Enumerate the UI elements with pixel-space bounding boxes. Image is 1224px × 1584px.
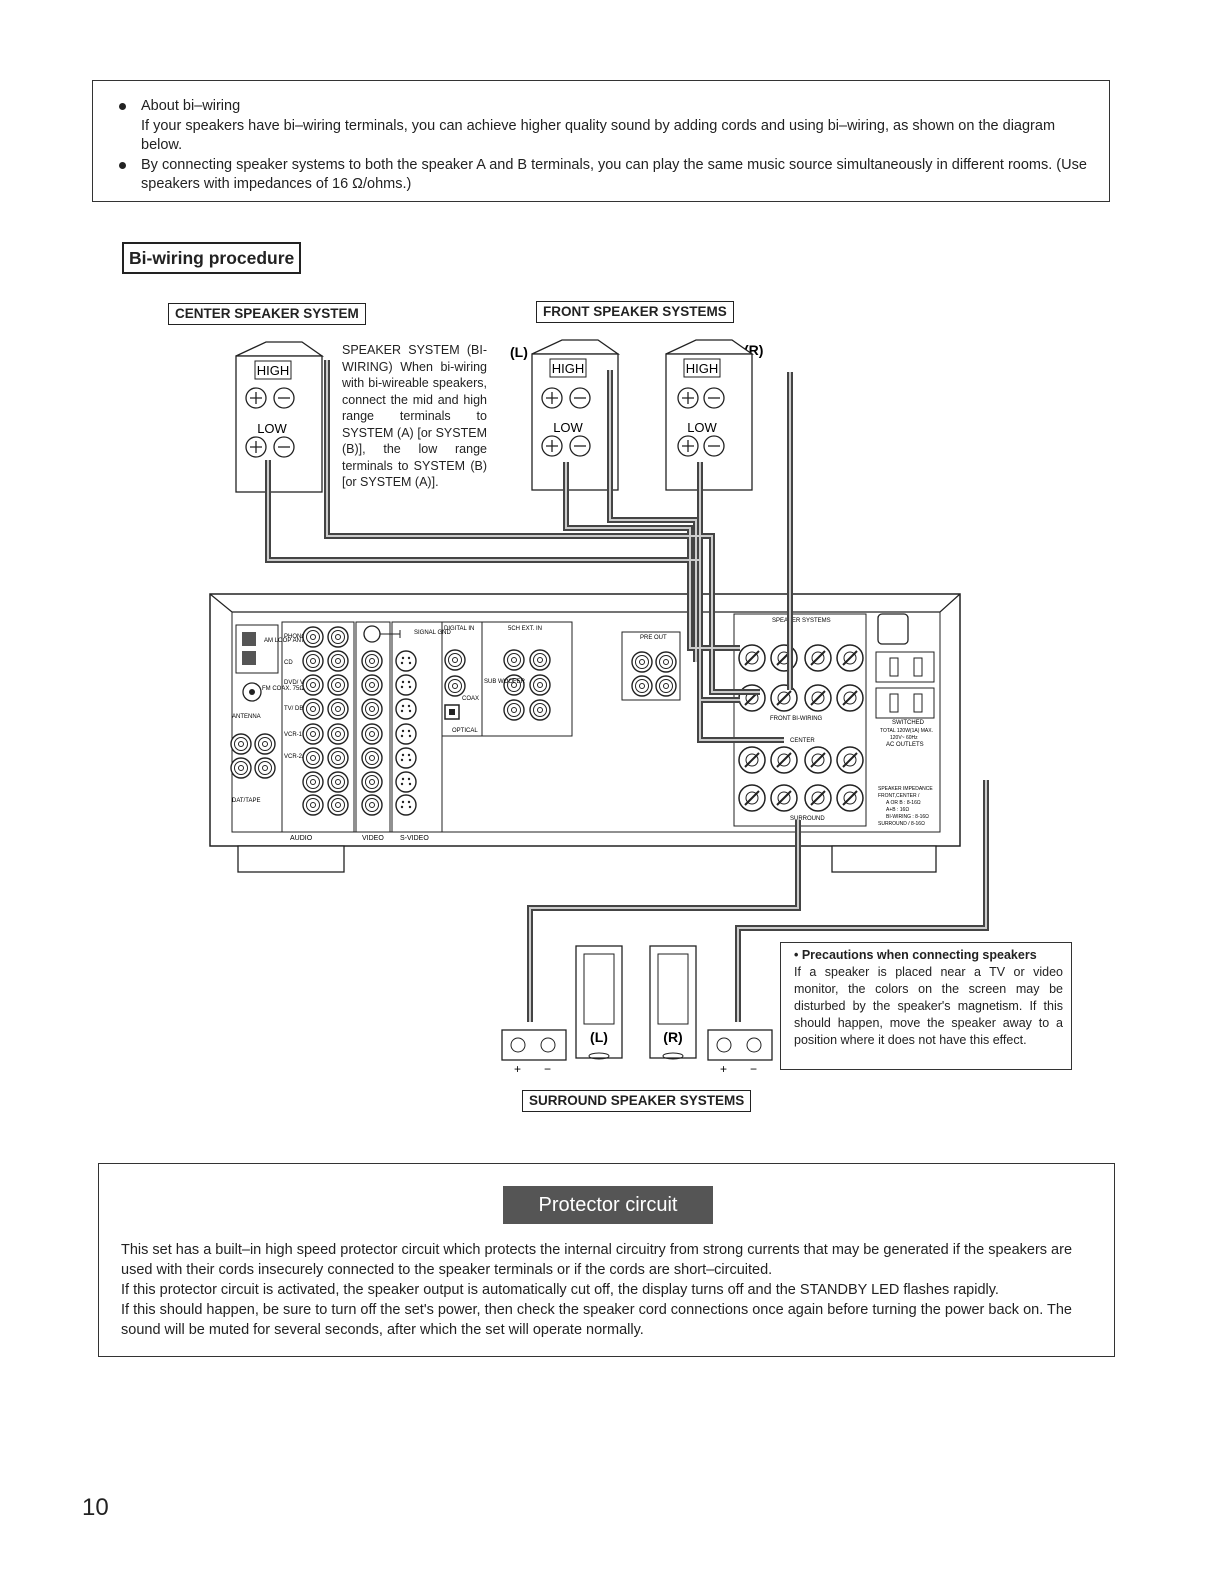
center-low-label: LOW	[257, 421, 287, 436]
voltage-label: 120V~ 60Hz	[890, 735, 918, 741]
precaution-box: • Precautions when connecting speakers I…	[780, 942, 1072, 1070]
impedance-line-1: FRONT,CENTER /	[878, 793, 920, 799]
front-right-speaker: (R) HIGH LOW	[665, 339, 763, 491]
pre-out-label: PRE OUT	[640, 635, 667, 641]
digital-in-label: DIGITAL IN	[444, 626, 474, 632]
am-loop-label: AM LOOP ANT	[264, 638, 305, 644]
surround-speaker-label: SURROUND SPEAKER SYSTEMS	[522, 1090, 752, 1112]
surround-left-minus: −	[544, 1062, 551, 1076]
sub-woofer-label: SUB WOOFER	[484, 679, 526, 685]
front-left-speaker: (L) HIGH LOW	[510, 339, 621, 491]
dat-tape-label: DAT/TAPE	[232, 798, 260, 804]
vcr1-label: VCR-1	[284, 732, 303, 738]
protector-title: Protector circuit	[503, 1186, 713, 1224]
protector-text: This set has a built–in high speed prote…	[121, 1240, 1094, 1340]
impedance-line-2: A OR B : 8-16Ω	[886, 800, 921, 806]
surround-speakers: (L) (R) + − + −	[501, 945, 773, 1076]
precaution-body: If a speaker is placed near a TV or vide…	[794, 965, 1063, 1047]
impedance-title: SPEAKER IMPEDANCE	[878, 786, 933, 792]
video-label: VIDEO	[362, 835, 384, 842]
page-number: 10	[82, 1494, 109, 1521]
biwire-note: SPEAKER SYSTEM (BI-WIRING) When bi-wirin…	[342, 343, 487, 489]
antenna-label: ANTENNA	[232, 714, 261, 720]
dvd-label: DVD/ VDP	[284, 680, 312, 686]
front-right-low-label: LOW	[687, 420, 717, 435]
note-biwiring-title: About bi–wiring	[141, 98, 241, 114]
phono-label: PHONO	[284, 634, 306, 640]
cd-label: CD	[284, 660, 293, 666]
switched-label: SWITCHED	[892, 720, 925, 726]
tv-label: TV/ DBS	[284, 706, 307, 712]
surround-right-plus: +	[720, 1062, 727, 1076]
surround-left-plus: +	[514, 1062, 521, 1076]
fm-coax-label: FM COAX. 75Ω	[262, 686, 304, 692]
front-left-low-label: LOW	[553, 420, 583, 435]
impedance-line-3: A+B : 16Ω	[886, 807, 909, 813]
center-speaker: HIGH LOW	[235, 341, 325, 493]
precaution-title: • Precautions when connecting speakers	[794, 948, 1037, 962]
signal-gnd-label: SIGNAL GND	[414, 630, 451, 636]
coax-label: COAX	[462, 696, 479, 702]
center-term-label: CENTER	[790, 738, 815, 744]
note-ab-terminals: By connecting speaker systems to both th…	[93, 156, 1109, 195]
surround-right-minus: −	[750, 1062, 757, 1076]
protector-circuit-box: Protector circuit This set has a built–i…	[98, 1163, 1115, 1357]
protector-paragraph-3: If this should happen, be sure to turn o…	[121, 1302, 1072, 1338]
note-ab-body: By connecting speaker systems to both th…	[141, 156, 1087, 193]
s-video-label: S-VIDEO	[400, 835, 429, 842]
surround-right-marker: (R)	[663, 1029, 682, 1045]
note-biwiring-body: If your speakers have bi–wiring terminal…	[141, 117, 1056, 154]
note-biwiring: About bi–wiring If your speakers have bi…	[93, 97, 1109, 156]
optical-label: OPTICAL	[452, 728, 478, 734]
protector-paragraph-1: This set has a built–in high speed prote…	[121, 1242, 1073, 1278]
surround-term-label: SURROUND	[790, 816, 825, 822]
ch-ext-in-label: 5CH EXT. IN	[508, 626, 542, 632]
front-right-high-label: HIGH	[686, 361, 719, 376]
front-left-high-label: HIGH	[552, 361, 585, 376]
speaker-systems-label: SPEAKER SYSTEMS	[772, 618, 831, 624]
section-title: Bi-wiring procedure	[122, 242, 302, 274]
audio-label: AUDIO	[290, 835, 313, 842]
protector-paragraph-2: If this protector circuit is activated, …	[121, 1282, 999, 1298]
front-speaker-label: FRONT SPEAKER SYSTEMS	[536, 301, 734, 323]
front-biwiring-label: FRONT BI-WIRING	[770, 716, 823, 722]
center-high-label: HIGH	[257, 363, 290, 378]
impedance-line-5: SURROUND / 8-16Ω	[878, 821, 925, 827]
surround-left-marker: (L)	[590, 1029, 608, 1045]
notes-box: About bi–wiring If your speakers have bi…	[92, 80, 1110, 202]
center-speaker-label: CENTER SPEAKER SYSTEM	[168, 303, 366, 325]
impedance-line-4: BI-WIRING : 8-16Ω	[886, 814, 929, 820]
front-left-marker: (L)	[510, 344, 528, 360]
ac-outlets-label: AC OUTLETS	[886, 742, 924, 748]
total-power-label: TOTAL 120W(1A) MAX.	[880, 728, 933, 734]
receiver-rear-panel: AM LOOP ANT FM COAX. 75Ω ANTENNA DAT/TAP…	[209, 593, 961, 873]
